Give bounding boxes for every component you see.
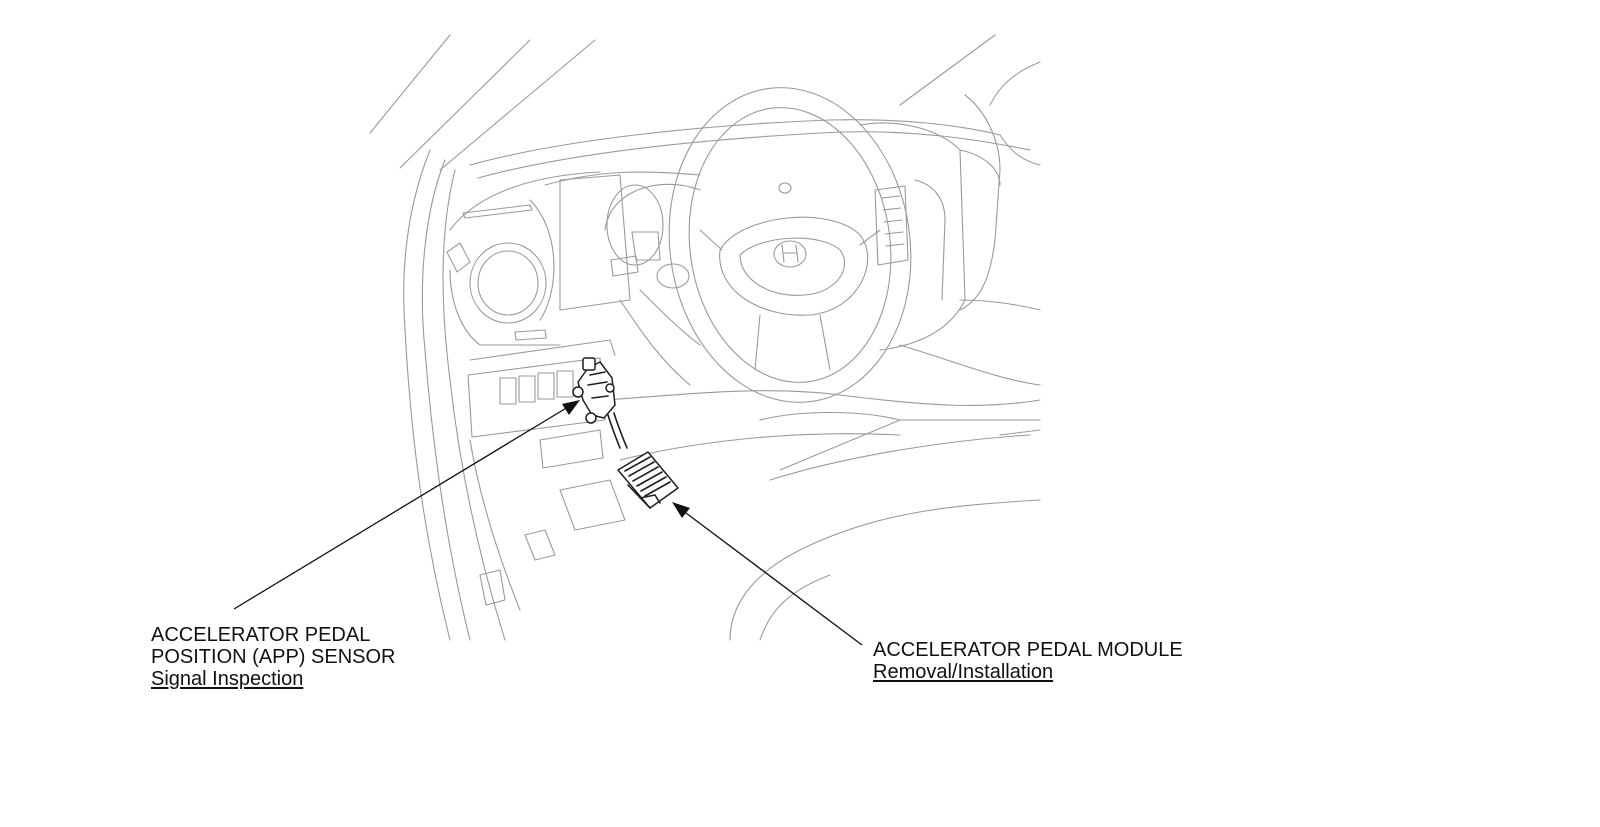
lower-dash-and-floor-linework [469,390,1041,641]
app-sensor-label-line2: POSITION (APP) SENSOR [151,646,396,668]
air-vent-linework [446,242,547,341]
app-sensor-part [572,357,628,449]
a-pillar-linework [369,34,596,641]
pedal-module-label: ACCELERATOR PEDAL MODULE [873,639,1183,661]
app-sensor-callout: ACCELERATOR PEDAL POSITION (APP) SENSOR … [151,624,395,690]
signal-inspection-link[interactable]: Signal Inspection [151,668,304,690]
accelerator-pedal-part [617,451,679,509]
dashboard-linework [449,34,1041,346]
center-console-linework [859,94,1041,386]
steering-wheel-linework [668,87,912,403]
removal-installation-link[interactable]: Removal/Installation [873,661,1054,683]
switch-panel-linework [467,339,616,469]
app-sensor-label-line1: ACCELERATOR PEDAL [151,624,371,646]
instrument-cluster-linework [604,183,701,386]
leader-line-app-sensor [233,400,580,610]
pedal-module-callout: ACCELERATOR PEDAL MODULE Removal/Install… [873,639,1183,683]
leader-line-pedal-module [672,502,863,646]
